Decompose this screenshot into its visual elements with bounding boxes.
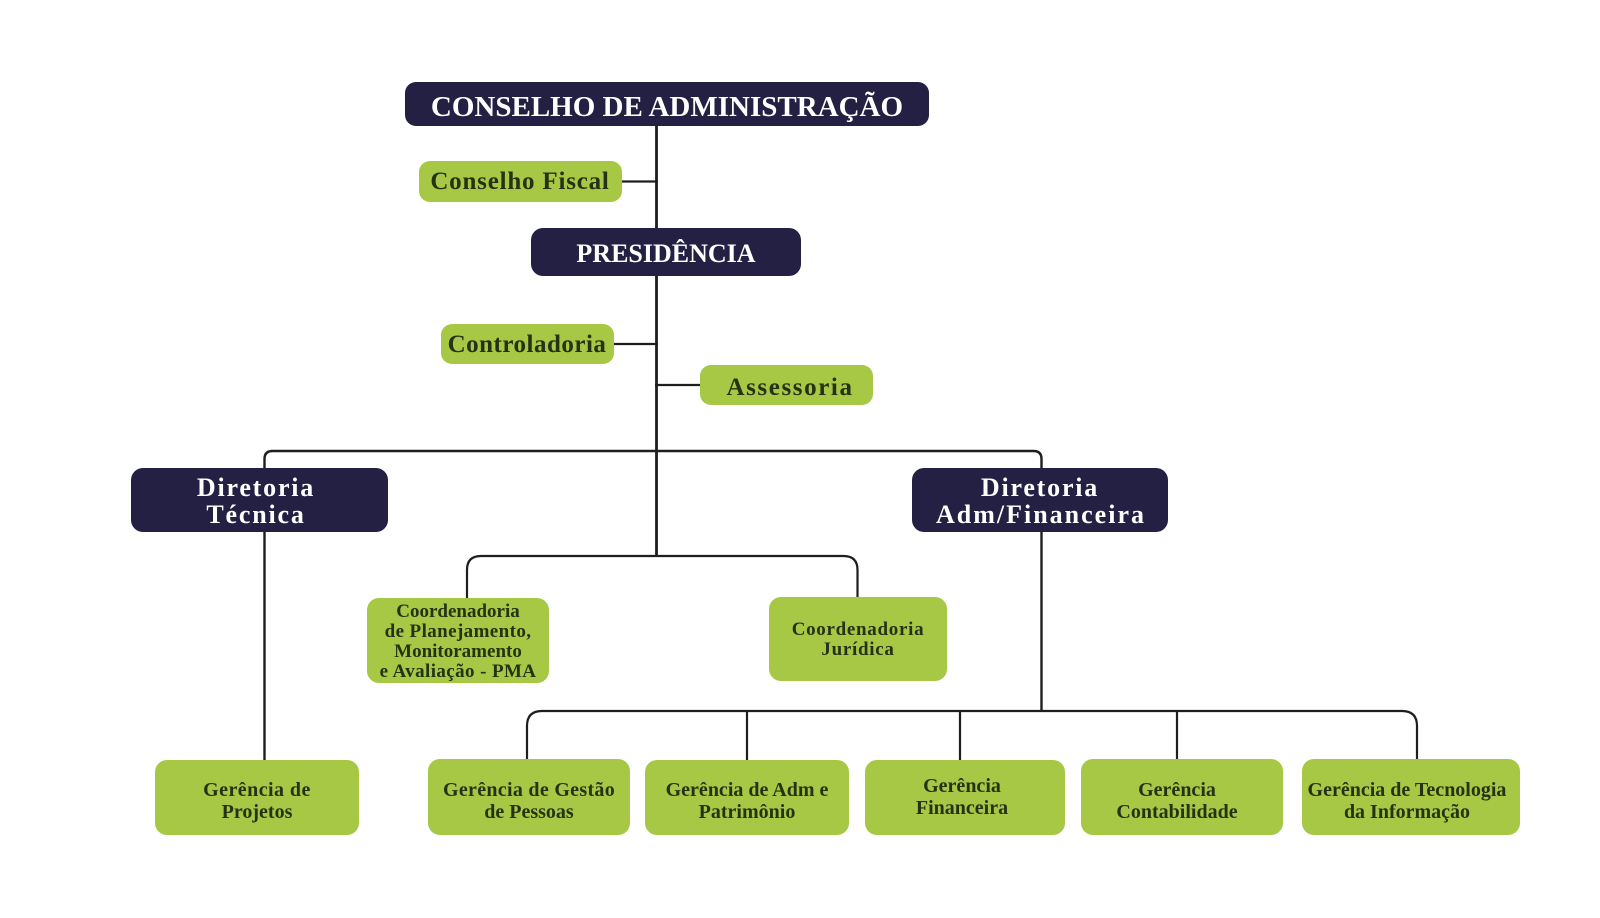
svg-text:Gerência: Gerência [1138,779,1216,801]
svg-text:Financeira: Financeira [916,797,1008,819]
svg-text:Monitoramento: Monitoramento [394,641,522,662]
svg-text:CONSELHO DE ADMINISTRAÇÃO: CONSELHO DE ADMINISTRAÇÃO [431,90,903,123]
svg-text:Assessoria: Assessoria [726,374,853,401]
svg-text:Técnica: Técnica [206,500,305,529]
svg-text:de Planejamento,: de Planejamento, [385,621,532,642]
svg-text:Gerência de: Gerência de [203,779,311,801]
svg-text:Contabilidade: Contabilidade [1116,801,1237,823]
svg-text:Projetos: Projetos [222,801,293,823]
svg-text:Gerência de Tecnologia: Gerência de Tecnologia [1308,779,1507,801]
svg-text:Coordenadoria: Coordenadoria [396,601,520,622]
svg-text:Diretoria: Diretoria [197,473,315,502]
svg-text:PRESIDÊNCIA: PRESIDÊNCIA [576,239,755,268]
svg-text:Gerência de Gestão: Gerência de Gestão [443,779,615,801]
svg-text:Gerência de Adm e: Gerência de Adm e [666,779,829,801]
svg-text:Diretoria: Diretoria [981,473,1099,502]
svg-text:Coordenadoria: Coordenadoria [792,619,925,640]
svg-text:da Informação: da Informação [1344,801,1470,823]
svg-text:e Avaliação - PMA: e Avaliação - PMA [380,661,537,682]
svg-text:Conselho Fiscal: Conselho Fiscal [430,168,609,195]
svg-text:Controladoria: Controladoria [448,331,607,358]
svg-text:Gerência: Gerência [923,775,1001,797]
svg-text:Adm/Financeira: Adm/Financeira [936,500,1146,529]
svg-text:de Pessoas: de Pessoas [484,801,574,823]
svg-text:Jurídica: Jurídica [821,639,894,660]
svg-text:Patrimônio: Patrimônio [699,801,796,823]
